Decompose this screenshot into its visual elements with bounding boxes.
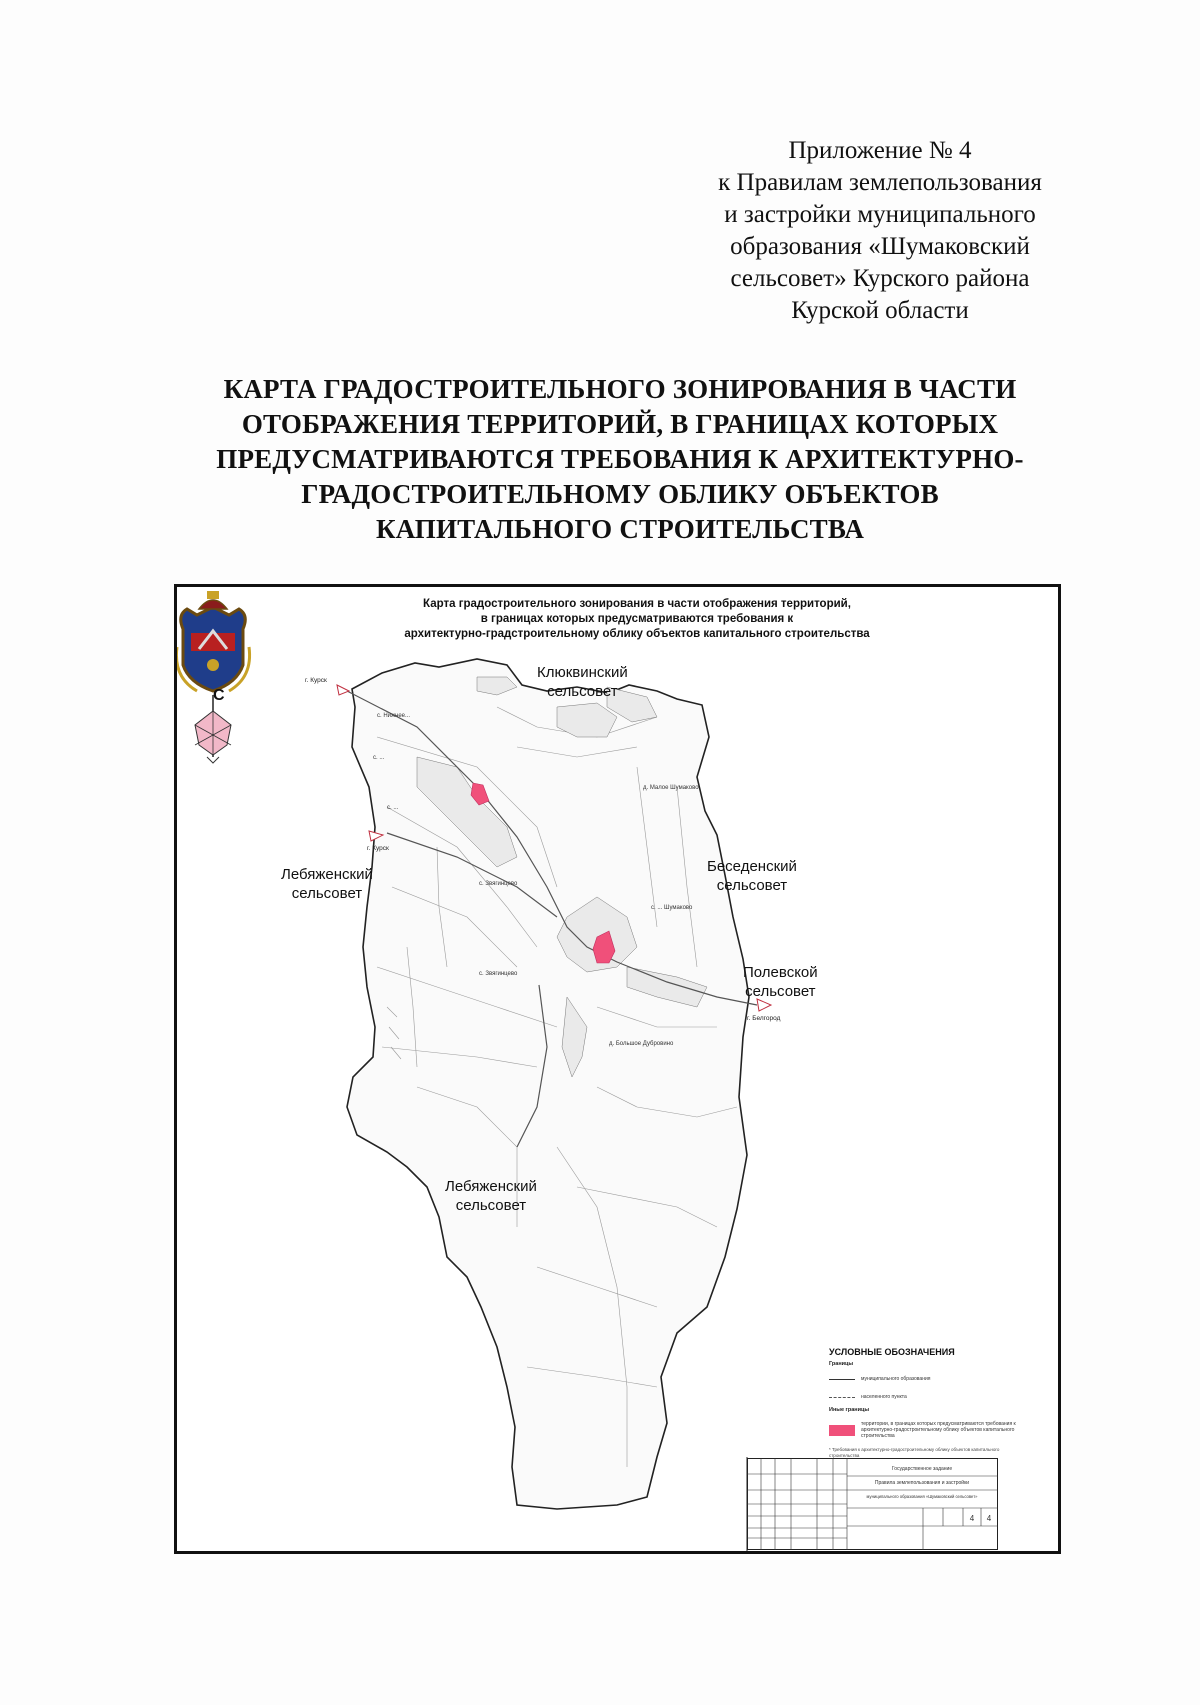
region-label-line: Полевской <box>743 964 818 981</box>
legend-line-dashed <box>829 1396 855 1398</box>
place-label: с. Нижнее... <box>377 713 411 719</box>
legend-zone-swatch <box>829 1424 855 1436</box>
document-title: КАРТА ГРАДОСТРОИТЕЛЬНОГО ЗОНИРОВАНИЯ В Ч… <box>120 372 1120 547</box>
appendix-line: образования «Шумаковский <box>730 233 1030 260</box>
architectural-zone-north <box>470 782 490 806</box>
region-label-line: Клюквинский <box>537 664 628 681</box>
stamp-header: Государственное задание <box>892 1466 952 1472</box>
legend-row-municipal: муниципального образования <box>829 1373 1029 1385</box>
architectural-zone-center <box>592 930 616 964</box>
place-label: с. Звягинцево <box>479 971 518 977</box>
region-label-besedinsky: Беседенский сельсовет <box>707 857 797 895</box>
place-label: д. Малое Шумаково <box>643 785 699 791</box>
map-legend: УСЛОВНЫЕ ОБОЗНАЧЕНИЯ Границы муниципальн… <box>829 1347 1029 1459</box>
title-block-stamp: Государственное задание Правила землепол… <box>747 1458 998 1550</box>
region-label-line: сельсовет <box>547 683 618 700</box>
map-title-line: в границах которых предусматриваются тре… <box>480 613 794 625</box>
legend-text: населенного пункта <box>861 1394 907 1400</box>
legend-note: * Требования к архитектурно-градостроите… <box>829 1447 1000 1458</box>
title-line: КАРТА ГРАДОСТРОИТЕЛЬНОГО ЗОНИРОВАНИЯ В Ч… <box>223 374 1017 404</box>
region-label-polevskoy: Полевской сельсовет <box>743 963 818 1001</box>
appendix-line: Курской области <box>791 297 969 324</box>
road-label-kursk-north: г. Курск <box>305 677 327 684</box>
legend-title: УСЛОВНЫЕ ОБОЗНАЧЕНИЯ <box>829 1347 955 1357</box>
region-label-line: сельсовет <box>291 885 363 902</box>
stamp-mo: муниципального образования «Шумаковский … <box>867 1494 979 1499</box>
stamp-org: Правила землепользования и застройки <box>875 1479 969 1486</box>
legend-line-solid <box>829 1378 855 1380</box>
stamp-sheets: 4 <box>987 1514 992 1523</box>
road-label-belgorod: г. Белгород <box>747 1015 781 1022</box>
map-title-line: архитектурно-градстроительному облику об… <box>404 628 870 640</box>
map-title: Карта градостроительного зонирования в ч… <box>327 597 947 642</box>
title-line: ПРЕДУСМАТРИВАЮТСЯ ТРЕБОВАНИЯ К АРХИТЕКТУ… <box>216 444 1024 474</box>
legend-row-settlement: населенного пункта <box>829 1391 1029 1403</box>
road-label-kursk-west: г. Курск <box>367 845 389 852</box>
appendix-header: Приложение № 4 к Правилам землепользован… <box>660 135 1100 327</box>
region-label-line: Беседенский <box>707 858 797 875</box>
roads <box>346 690 758 1148</box>
region-label-line: Лебяженский <box>281 866 373 883</box>
map-title-line: Карта градостроительного зонирования в ч… <box>423 598 851 610</box>
legend-other-header: Иные границы <box>829 1407 870 1413</box>
region-label-lebyazhensky-south: Лебяженский сельсовет <box>445 1177 537 1215</box>
appendix-line: и застройки муниципального <box>724 201 1036 228</box>
zoning-map: Карта градостроительного зонирования в ч… <box>174 584 1061 1554</box>
appendix-line: Приложение № 4 <box>788 137 972 164</box>
legend-text: территории, в границах которых предусмат… <box>861 1421 1016 1439</box>
place-label: д. Большое Дубровино <box>609 1041 674 1047</box>
place-label: с. Звягинцево <box>479 881 518 887</box>
parcel-lines <box>376 706 738 1467</box>
compass-north-label: С <box>213 687 225 704</box>
north-arrow-icon <box>194 695 232 764</box>
map-drawing <box>177 591 773 1551</box>
legend-text: муниципального образования <box>861 1376 931 1382</box>
place-label: с. ... <box>373 755 385 761</box>
municipal-boundary <box>346 658 750 1510</box>
region-label-klyukvinsky: Клюквинский сельсовет <box>537 663 628 701</box>
region-label-line: Лебяженский <box>445 1178 537 1195</box>
road-direction-markers <box>336 684 773 1012</box>
region-label-line: сельсовет <box>716 877 788 894</box>
region-label-line: сельсовет <box>455 1197 527 1214</box>
title-line: ГРАДОСТРОИТЕЛЬНОМУ ОБЛИКУ ОБЪЕКТОВ <box>301 479 939 509</box>
stamp-sheet: 4 <box>970 1514 975 1523</box>
legend-row-zone: территории, в границах которых предусмат… <box>829 1419 1029 1441</box>
region-label-lebyazhensky-west: Лебяженский сельсовет <box>281 865 373 903</box>
title-line: КАПИТАЛЬНОГО СТРОИТЕЛЬСТВА <box>375 514 865 544</box>
title-line: ОТОБРАЖЕНИЯ ТЕРРИТОРИЙ, В ГРАНИЦАХ КОТОР… <box>241 409 999 439</box>
coat-of-arms-icon <box>177 591 252 693</box>
appendix-line: к Правилам землепользования <box>718 169 1042 196</box>
place-label: с. ... <box>387 805 399 811</box>
place-label: с. ... Шумаково <box>651 905 693 911</box>
appendix-line: сельсовет» Курского района <box>730 265 1030 292</box>
legend-boundaries-header: Границы <box>829 1361 854 1367</box>
settlement-areas <box>416 676 708 1078</box>
region-label-line: сельсовет <box>745 983 816 1000</box>
